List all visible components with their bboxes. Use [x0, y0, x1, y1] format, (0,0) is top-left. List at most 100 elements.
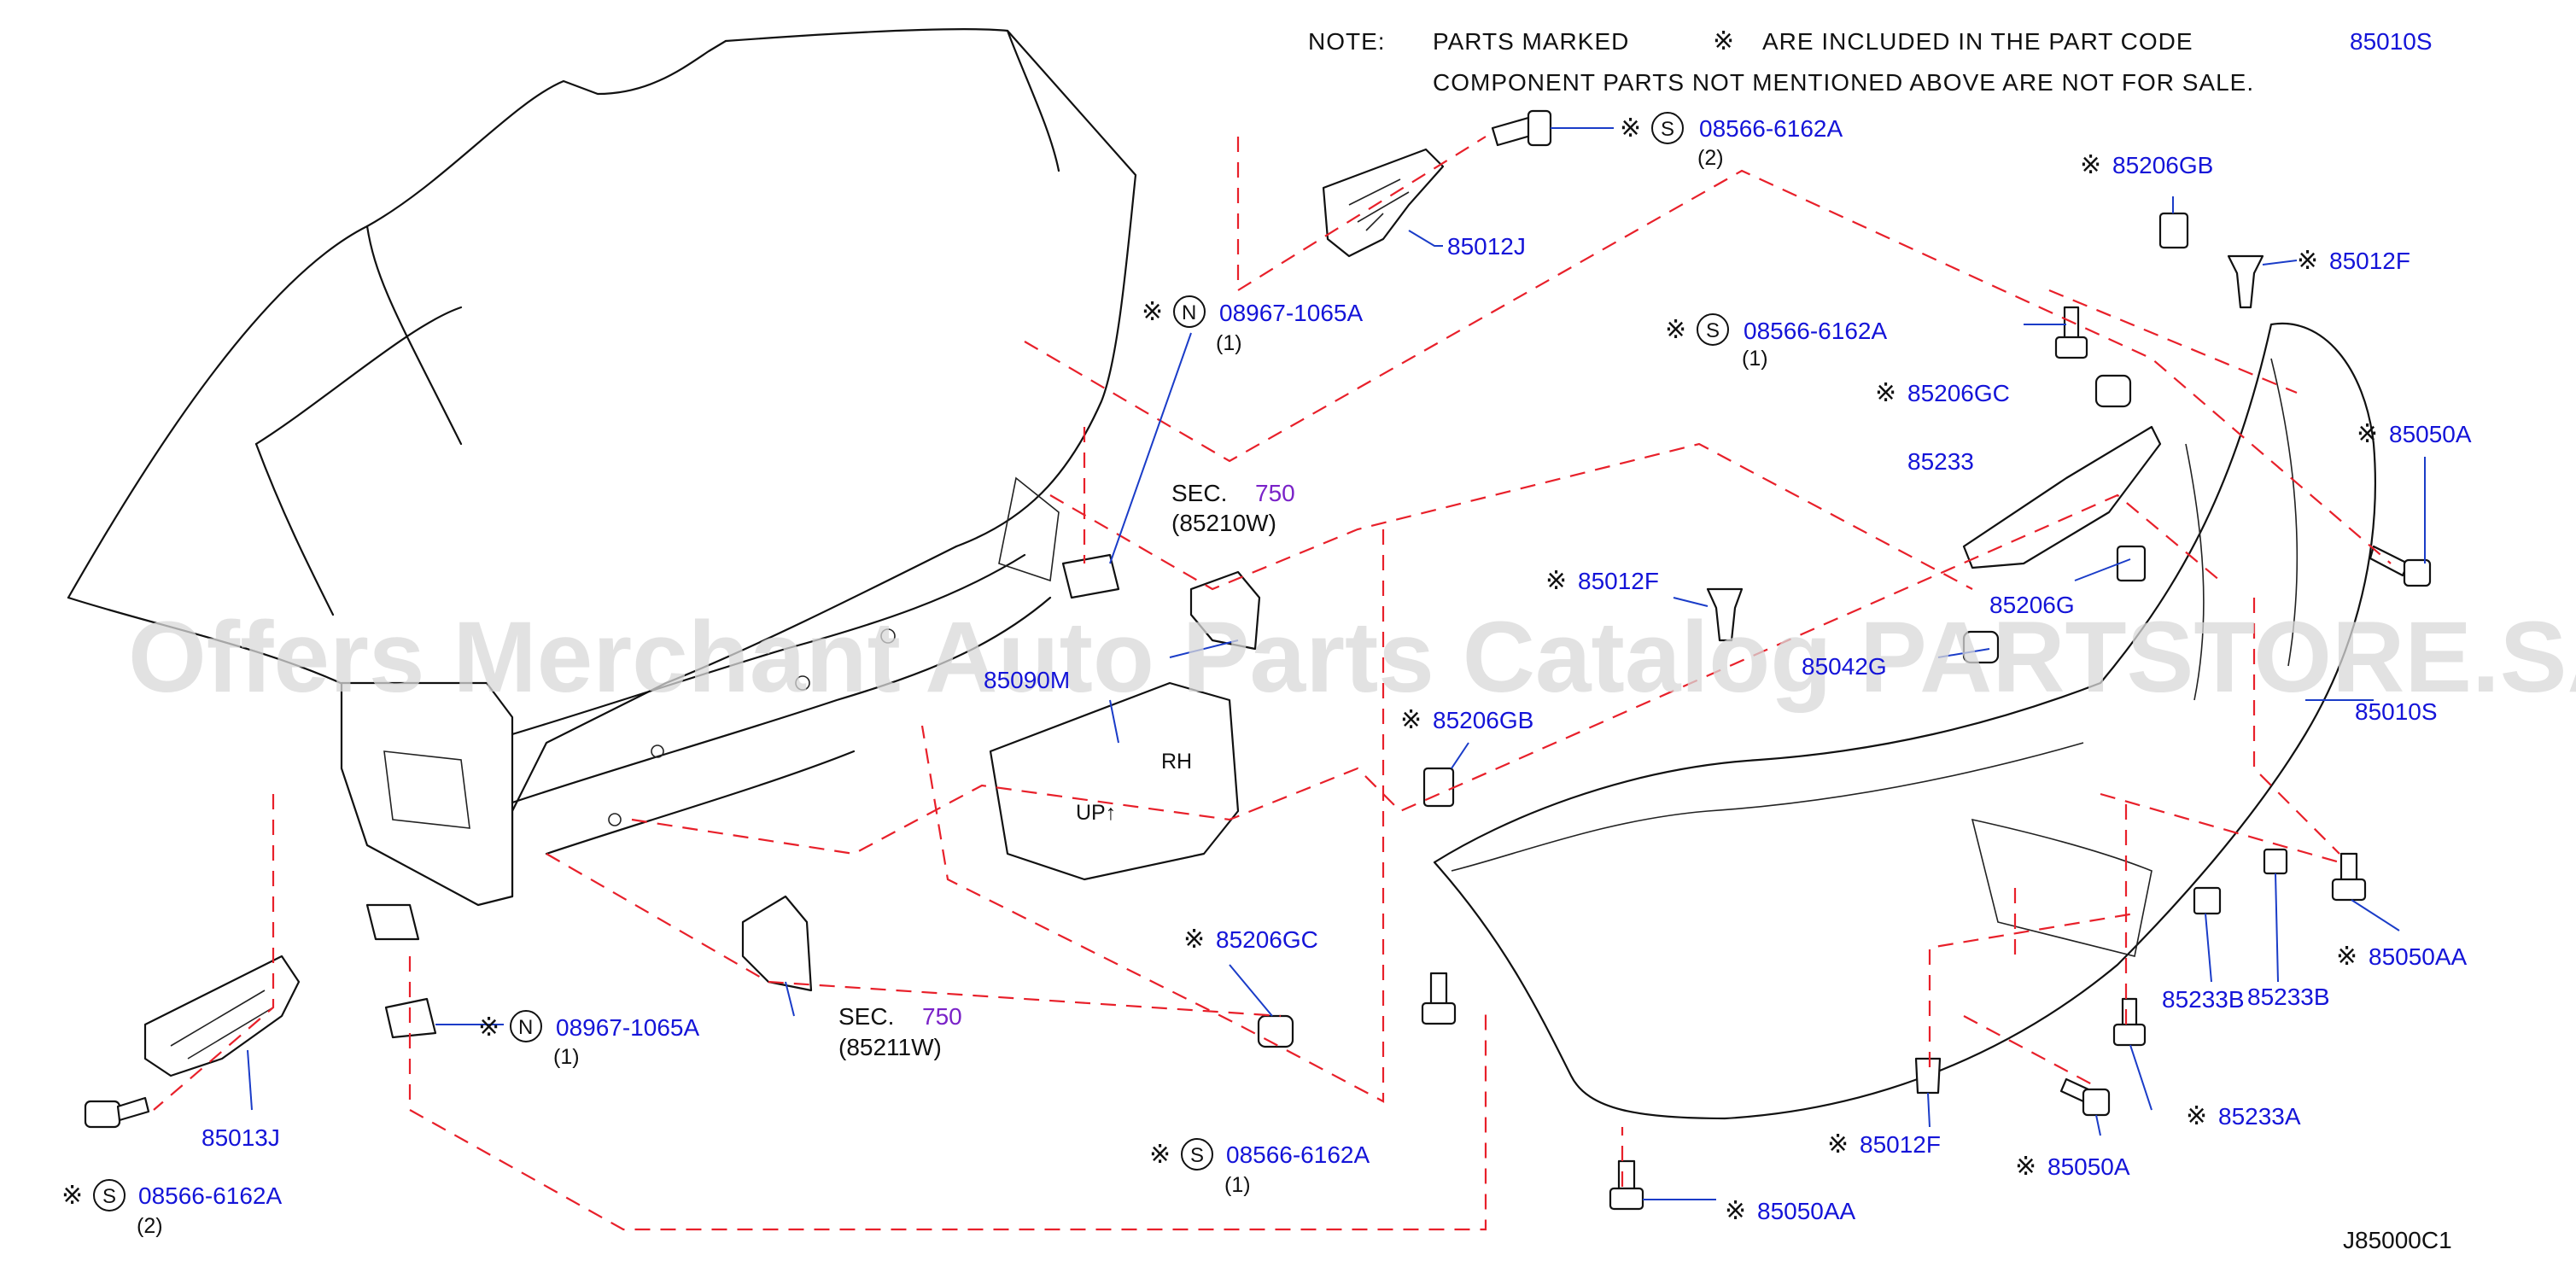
clip-nut-left-icon[interactable] [1061, 553, 1120, 599]
part-number-85012J[interactable]: 85012J [1447, 233, 1526, 260]
clip-85042G-icon[interactable] [1962, 630, 2000, 664]
callout-08566-mid[interactable]: ※ S 08566-6162A (1) [1665, 313, 1887, 371]
callout-85233A[interactable]: ※ 85233A [2186, 1101, 2301, 1131]
part-number-85050AA-low[interactable]: 85050AA [1757, 1198, 1856, 1224]
clip-85206GC-low-icon[interactable] [1257, 1014, 1294, 1048]
svg-text:※: ※ [2080, 150, 2101, 180]
clip-85206GC-mid-icon[interactable] [2094, 374, 2132, 408]
svg-text:SEC.: SEC. [838, 1003, 894, 1030]
callout-85012F-top[interactable]: ※ 85012F [2297, 246, 2410, 276]
part-number-85050AA-right[interactable]: 85050AA [2369, 943, 2468, 970]
bolt-85233A-icon[interactable] [2112, 997, 2147, 1047]
svg-text:RH: RH [1161, 750, 1192, 774]
part-number-85050A-right[interactable]: 85050A [2389, 421, 2472, 447]
callout-85012F-mid[interactable]: ※ 85012F [1545, 566, 1659, 596]
svg-text:※: ※ [1183, 925, 1205, 955]
note-label: NOTE: [1308, 28, 1386, 55]
screw-lower-left-icon[interactable] [84, 1096, 150, 1129]
bumper-fascia-85010S[interactable] [1433, 322, 2376, 1120]
part-number-85010S[interactable]: 85010S [2355, 698, 2438, 725]
svg-text:※: ※ [61, 1181, 83, 1211]
clip-85233B-b-icon[interactable] [2263, 848, 2288, 875]
callout-85050AA-right[interactable]: ※ 85050AA [2336, 942, 2468, 972]
part-number-85206GB-top[interactable]: 85206GB [2112, 152, 2213, 178]
part-number-85012F-low[interactable]: 85012F [1860, 1131, 1941, 1158]
svg-text:SEC.: SEC. [1171, 480, 1227, 506]
part-number-85013J[interactable]: 85013J [202, 1124, 280, 1151]
part-number-85233A[interactable]: 85233A [2218, 1103, 2301, 1130]
qty-08566-top: (2) [1697, 146, 1724, 170]
part-number-08967-low[interactable]: 08967-1065A [556, 1014, 699, 1041]
svg-text:※: ※ [1545, 566, 1567, 596]
callout-08566-bottom[interactable]: ※ S 08566-6162A (1) [1149, 1138, 1370, 1197]
callout-85050AA-low[interactable]: ※ 85050AA [1725, 1196, 1856, 1226]
rivet-85012F-top-icon[interactable] [2227, 254, 2264, 309]
part-number-08566-mid[interactable]: 08566-6162A [1744, 318, 1887, 344]
energy-absorber-85090M[interactable]: UP↑ RH [989, 681, 1240, 881]
screw-top-icon[interactable] [1491, 109, 1552, 147]
clip-85206GB-mid-icon[interactable] [1422, 767, 1455, 808]
callout-08566-low[interactable]: ※ S 08566-6162A (2) [61, 1179, 282, 1238]
section-number-750-b[interactable]: 750 [922, 1003, 962, 1030]
part-number-85206G[interactable]: 85206G [1989, 592, 2075, 618]
part-number-85042G[interactable]: 85042G [1802, 653, 1887, 680]
callout-85012F-low[interactable]: ※ 85012F [1827, 1130, 1941, 1159]
bolt-85050A-right-icon[interactable] [2369, 545, 2432, 587]
callout-sec-750-85210W[interactable]: SEC. 750 (85210W) [1171, 480, 1295, 536]
part-number-85233[interactable]: 85233 [1907, 448, 1974, 475]
svg-text:N: N [518, 1016, 533, 1039]
bolt-85050AA-right-icon[interactable] [2331, 852, 2367, 902]
svg-text:※: ※ [478, 1013, 499, 1042]
part-number-85012F-top[interactable]: 85012F [2329, 248, 2410, 274]
callout-85206GB-top[interactable]: ※ 85206GB [2080, 150, 2213, 180]
svg-text:S: S [1190, 1144, 1204, 1167]
part-number-08967-top[interactable]: 08967-1065A [1219, 300, 1363, 326]
callout-08967-low[interactable]: ※ N 08967-1065A (1) [478, 1010, 699, 1069]
part-number-85050A-low[interactable]: 85050A [2047, 1153, 2130, 1180]
note-part-code[interactable]: 85010S [2350, 28, 2433, 55]
part-number-85206GC-low[interactable]: 85206GC [1216, 926, 1318, 953]
bolt-85050A-low-icon[interactable] [2059, 1077, 2111, 1117]
clip-85233B-a-icon[interactable] [2193, 886, 2222, 915]
part-number-85233B-b[interactable]: 85233B [2247, 984, 2330, 1010]
part-number-85090M[interactable]: 85090M [984, 667, 1070, 693]
bracket-85013J[interactable] [143, 955, 301, 1077]
callout-85206GC-mid[interactable]: ※ 85206GC [1875, 378, 2010, 408]
part-number-85206GC-mid[interactable]: 85206GC [1907, 380, 2010, 406]
clip-85206G-icon[interactable] [2116, 545, 2147, 582]
note-mark-symbol: ※ [1713, 26, 1734, 56]
callout-sec-750-85211W[interactable]: SEC. 750 (85211W) [838, 1003, 962, 1060]
callout-85206GC-low[interactable]: ※ 85206GC [1183, 925, 1318, 955]
bracket-85211W[interactable] [741, 895, 813, 992]
qty-08566-bottom: (1) [1224, 1173, 1251, 1197]
qty-08967-low: (1) [553, 1045, 580, 1069]
bracket-85012J[interactable] [1322, 148, 1445, 258]
leader-lines [247, 127, 2426, 1200]
part-number-08566-low[interactable]: 08566-6162A [138, 1182, 282, 1209]
svg-text:(85210W): (85210W) [1171, 510, 1276, 536]
bracket-85233[interactable] [1962, 425, 2162, 569]
svg-text:※: ※ [1149, 1140, 1171, 1170]
part-number-08566-top[interactable]: 08566-6162A [1699, 115, 1843, 142]
rivet-85012F-mid-icon[interactable] [1706, 587, 1744, 642]
svg-text:※: ※ [2336, 942, 2357, 972]
part-number-85206GB-mid[interactable]: 85206GB [1433, 707, 1533, 733]
part-number-85012F-mid[interactable]: 85012F [1578, 568, 1659, 594]
callout-08566-top[interactable]: ※ S 08566-6162A (2) [1620, 112, 1843, 170]
clip-85206GB-top-icon[interactable] [2158, 212, 2189, 249]
qty-08566-low: (2) [137, 1214, 163, 1238]
qty-08566-mid: (1) [1742, 347, 1768, 371]
bolt-85050AA-low-icon[interactable] [1609, 1159, 1644, 1211]
callout-85206GB-mid[interactable]: ※ 85206GB [1400, 705, 1533, 735]
bolt-08566-bottom-icon[interactable] [1421, 972, 1457, 1025]
callout-08967-top[interactable]: ※ N 08967-1065A (1) [1142, 295, 1363, 355]
part-number-85233B-a[interactable]: 85233B [2162, 986, 2245, 1013]
section-number-750-a[interactable]: 750 [1255, 480, 1295, 506]
part-number-08566-bottom[interactable]: 08566-6162A [1226, 1141, 1370, 1168]
bracket-85210W[interactable] [1189, 570, 1261, 651]
callout-85050A-right[interactable]: ※ 85050A [2357, 419, 2472, 449]
callout-85050A-low[interactable]: ※ 85050A [2015, 1152, 2130, 1182]
svg-text:S: S [1661, 118, 1674, 141]
bolt-08566-mid-icon[interactable] [2054, 306, 2088, 359]
rivet-85012F-low-icon[interactable] [1914, 1057, 1942, 1095]
